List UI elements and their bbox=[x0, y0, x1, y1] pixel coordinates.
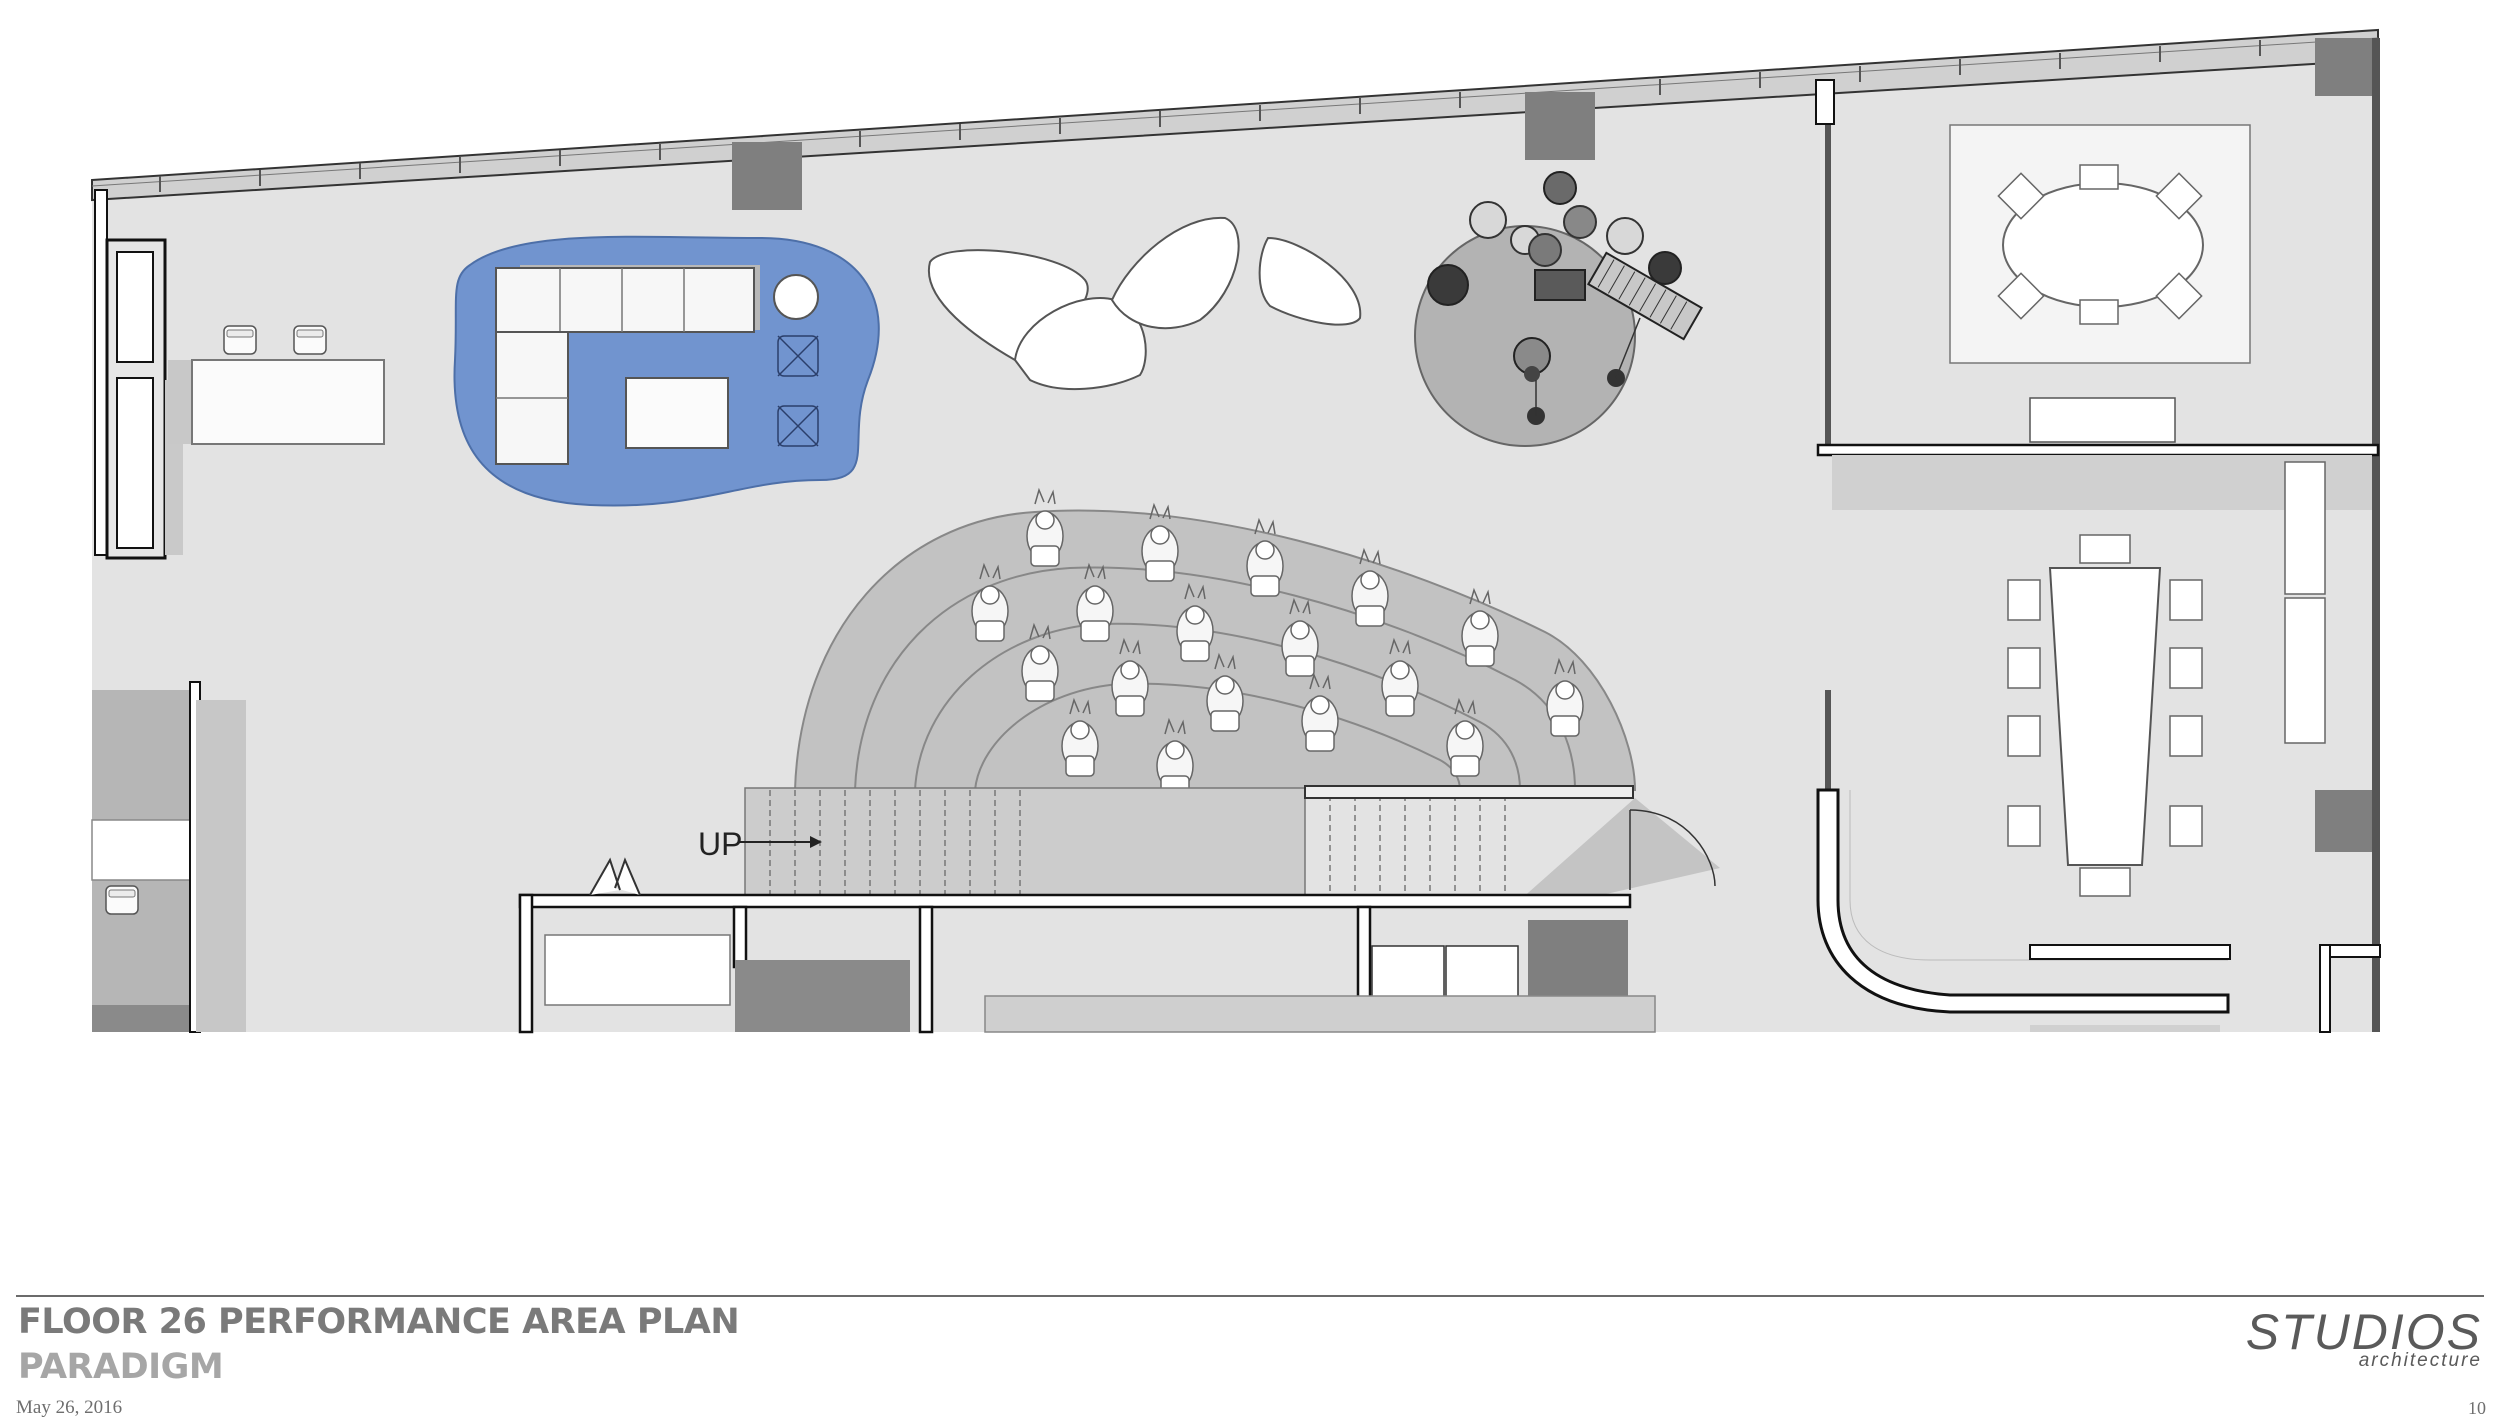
amphitheater-tiers bbox=[793, 509, 1637, 791]
lounge-area bbox=[453, 235, 880, 507]
column bbox=[1525, 92, 1595, 160]
exterior-wall bbox=[2372, 38, 2380, 1032]
stairs: UP bbox=[698, 785, 1720, 900]
column bbox=[2315, 38, 2377, 96]
page-number: 10 bbox=[2468, 1398, 2486, 1418]
mullions bbox=[159, 40, 2261, 192]
page-title: FLOOR 26 PERFORMANCE AREA PLAN bbox=[18, 1302, 740, 1342]
meeting-rooms bbox=[1815, 79, 2381, 1033]
footer-divider bbox=[16, 1295, 2484, 1297]
project-name: PARADIGM bbox=[18, 1347, 224, 1387]
reception-desk bbox=[168, 325, 385, 445]
left-wall bbox=[94, 189, 108, 556]
brand-name: STUDIOS bbox=[2245, 1304, 2482, 1360]
column bbox=[732, 142, 802, 210]
brand-subtitle: architecture bbox=[2358, 1350, 2482, 1371]
core-walls bbox=[518, 857, 1656, 1034]
studios-logo: STUDIOS architecture bbox=[2245, 1304, 2482, 1371]
band-stage bbox=[1414, 171, 1703, 447]
lounge-seating bbox=[927, 216, 1362, 390]
office-bottom-left bbox=[91, 681, 246, 1033]
column bbox=[2315, 790, 2377, 852]
document-date: May 26, 2016 bbox=[16, 1397, 123, 1418]
floor-plan: UP bbox=[91, 28, 2381, 1034]
stair-up-label: UP bbox=[698, 826, 742, 862]
